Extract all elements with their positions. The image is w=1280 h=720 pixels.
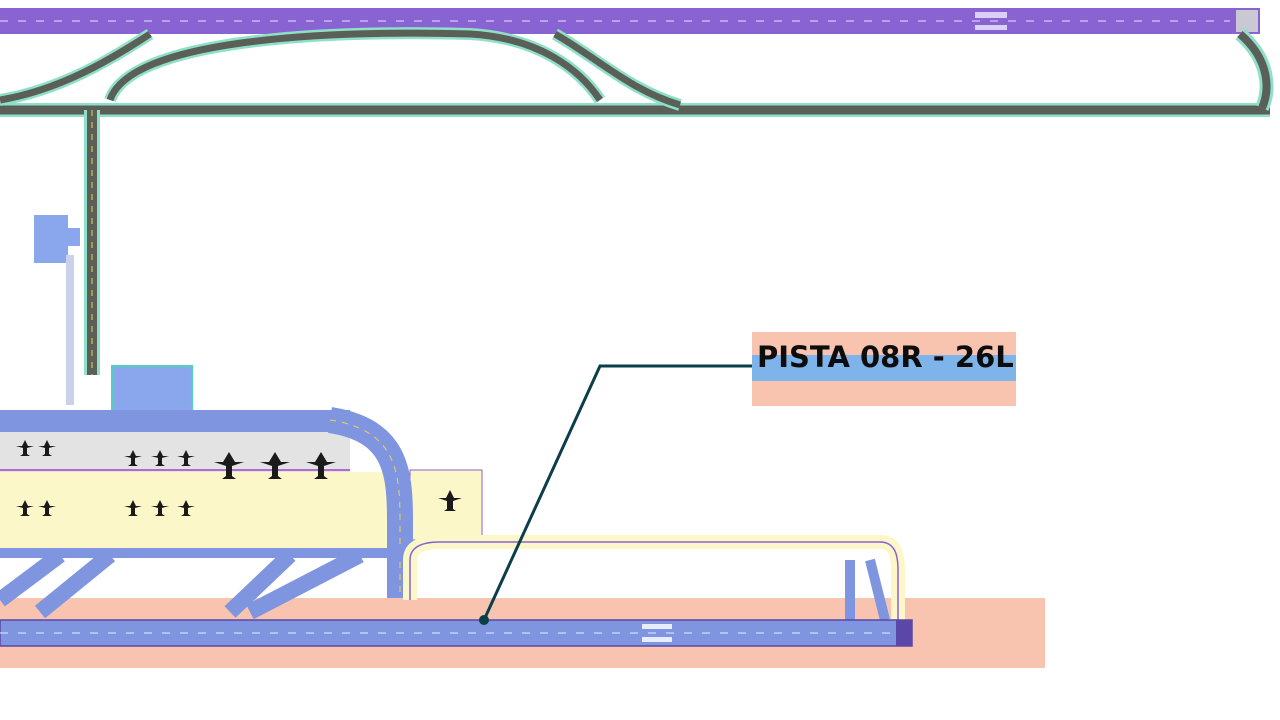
aircraft-icon xyxy=(16,440,462,516)
south-runway-end xyxy=(896,620,912,646)
runway-label-band xyxy=(752,355,1016,381)
terminal-building-annex xyxy=(60,228,80,246)
north-taxiway-system xyxy=(0,27,1274,375)
north-runway-threshold-marks-2 xyxy=(975,25,1007,30)
apron-main xyxy=(0,472,392,550)
north-runway-threshold-marks xyxy=(975,12,1007,18)
apron-upper-band xyxy=(0,410,350,432)
south-connector-centerline xyxy=(329,419,401,620)
north-runway-end xyxy=(1236,10,1258,32)
south-runway-threshold-marks xyxy=(642,624,672,629)
runway-label-text: PISTA 08R - 26L xyxy=(757,340,1014,374)
runway-label-box: PISTA 08R - 26L xyxy=(752,332,1016,406)
east-loop-exits xyxy=(845,558,890,622)
south-rapid-exits xyxy=(0,547,364,620)
label-leader-line xyxy=(482,364,752,621)
south-runway-threshold-marks-2 xyxy=(642,637,672,642)
apron-gray xyxy=(0,432,350,472)
terminal-building xyxy=(111,365,193,413)
apron-east xyxy=(409,469,483,541)
south-parallel-taxiway xyxy=(0,548,410,558)
leader-line-anchor xyxy=(479,615,489,625)
east-loop-taxiway-edge xyxy=(409,541,899,620)
